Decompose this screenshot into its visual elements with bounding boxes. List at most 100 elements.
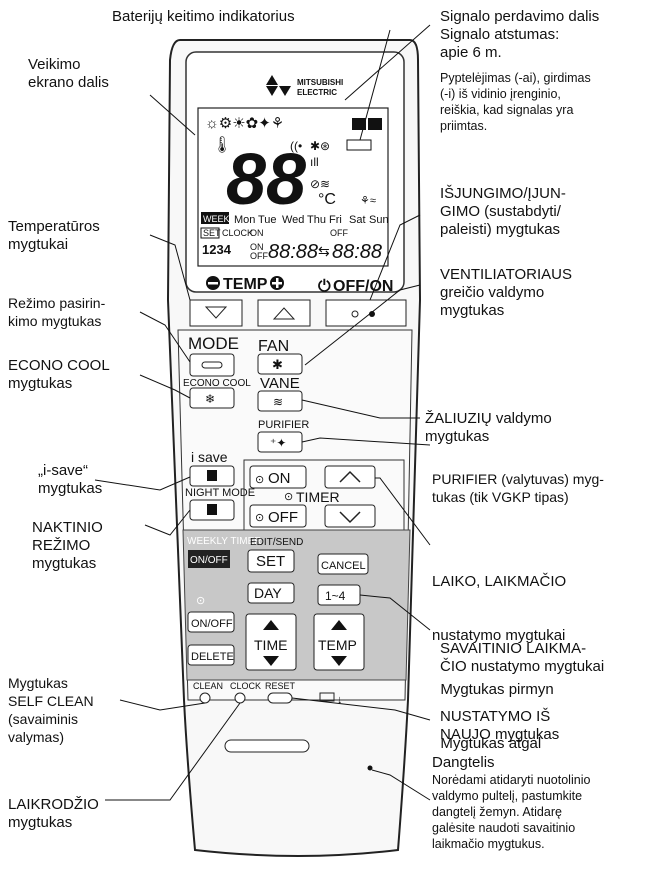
timer-back-button[interactable] xyxy=(324,504,376,528)
annotation-battery: Baterijų keitimo indikatorius xyxy=(112,8,295,25)
svg-text:OFF: OFF xyxy=(250,251,268,261)
mode-label: MODE xyxy=(188,334,239,353)
svg-text:⁺✦: ⁺✦ xyxy=(270,436,286,450)
svg-text:⊙: ⊙ xyxy=(255,474,264,486)
vane-label: VANE xyxy=(260,375,300,392)
vane-button[interactable]: ≋ xyxy=(257,390,303,412)
cancel-button[interactable]: CANCEL xyxy=(317,553,369,575)
clean-button[interactable] xyxy=(199,692,211,704)
temp-down-button[interactable] xyxy=(189,299,243,327)
annotation-clock: LAIKRODŽIO mygtukas xyxy=(8,796,99,831)
svg-text:SET: SET xyxy=(256,553,285,570)
svg-text:ON: ON xyxy=(268,470,291,487)
battery-icon xyxy=(346,139,372,151)
svg-text:WEEKLY: WEEKLY xyxy=(203,214,240,224)
set-button[interactable]: SET xyxy=(247,549,295,573)
weekly-timer-label: WEEKLY TIMER xyxy=(187,536,261,547)
svg-text:88:88: 88:88 xyxy=(268,241,318,263)
lid-dot xyxy=(367,765,373,771)
svg-text:Sat: Sat xyxy=(349,214,366,226)
clock-small-icon: ⊙ xyxy=(196,595,205,607)
svg-text:ON: ON xyxy=(250,228,264,238)
fan-speed-icon: ıll xyxy=(310,155,319,169)
svg-text:ON/OFF: ON/OFF xyxy=(191,618,233,630)
mode-icons-row: ☼⚙☀✿✦⚘ xyxy=(205,115,284,132)
econo-cool-button[interactable]: ❄ xyxy=(189,387,235,409)
svg-text:⇆: ⇆ xyxy=(318,243,330,259)
svg-text:Wed: Wed xyxy=(282,214,304,226)
svg-text:OFF: OFF xyxy=(268,509,298,526)
svg-text:≋: ≋ xyxy=(273,395,283,409)
delete-button[interactable]: DELETE xyxy=(187,644,235,666)
annotation-purifier: PURIFIER (valytuvas) myg- tukas (tik VGK… xyxy=(432,471,604,505)
annotation-temperature: Temperatūros mygtukai xyxy=(8,218,100,253)
svg-text:❄: ❄ xyxy=(205,392,215,406)
annotation-mode: Režimo pasirin- kimo mygtukas xyxy=(8,295,106,329)
clock-button[interactable] xyxy=(234,692,246,704)
timer-clock-icon: ⊙ xyxy=(284,491,293,503)
annotation-isave: „i-save“ mygtukas xyxy=(38,462,103,497)
svg-text:TIME: TIME xyxy=(254,637,287,653)
thermometer-icon: 🌡 xyxy=(212,136,232,154)
lcd-screen xyxy=(197,107,389,267)
night-label: NIGHT MODE xyxy=(185,487,255,499)
edit-send-label: EDIT/SEND xyxy=(250,537,303,548)
annotation-display-area: Veikimo ekrano dalis xyxy=(28,56,109,91)
offon-label: OFF/ON xyxy=(333,278,393,295)
svg-text:SET: SET xyxy=(203,228,221,238)
annotation-fan-speed: VENTILIATORIAUS greičio valdymo mygtukas xyxy=(440,266,572,319)
svg-text:DELETE: DELETE xyxy=(191,651,234,663)
svg-text:CLOCK: CLOCK xyxy=(222,228,253,238)
day-button[interactable]: DAY xyxy=(247,582,295,604)
timer-forward-button[interactable] xyxy=(324,465,376,489)
weekly-onoff-button[interactable]: ON/OFF xyxy=(188,550,230,568)
svg-text:ON/OFF: ON/OFF xyxy=(190,555,228,566)
svg-text:1234: 1234 xyxy=(202,242,232,257)
svg-text:Mon: Mon xyxy=(234,214,255,226)
isave-lcd-icon xyxy=(352,118,366,130)
svg-text:CANCEL: CANCEL xyxy=(321,560,366,572)
fan-button[interactable]: ✱ xyxy=(257,353,303,375)
isave-label: i save xyxy=(191,449,228,465)
lcd-unit: °C xyxy=(318,191,336,208)
svg-text:☼⚙☀✿✦⚘: ☼⚙☀✿✦⚘ xyxy=(205,115,284,132)
svg-text:Thu: Thu xyxy=(307,214,326,226)
fan-icon: ✱⊛ xyxy=(310,139,330,153)
reset-button[interactable] xyxy=(267,692,293,704)
svg-text:1~4: 1~4 xyxy=(325,589,346,603)
brand-name1: MITSUBISHI xyxy=(297,78,343,87)
temp-up-button[interactable] xyxy=(257,299,311,327)
onoff-button[interactable]: ON/OFF xyxy=(187,611,235,633)
annotation-signal-note: Pyptelėjimas (-ai), girdimas (-i) iš vid… xyxy=(440,71,591,133)
annotation-reset: NUSTATYMO IŠ NAUJO mygtukas xyxy=(440,708,560,743)
reset-label: RESET xyxy=(265,681,296,691)
temp-weekly-button[interactable]: TEMP xyxy=(313,613,365,671)
timer-off-button[interactable]: ⊙ OFF xyxy=(249,504,307,528)
lcd-temperature: 88 xyxy=(226,140,306,220)
svg-text:ON: ON xyxy=(250,242,264,252)
annotation-night: NAKTINIO REŽIMO mygtukas xyxy=(32,519,103,572)
night-mode-button[interactable] xyxy=(189,499,235,521)
signal-icon: ((• xyxy=(290,139,302,153)
brand-name2: ELECTRIC xyxy=(297,88,337,97)
svg-text:Tue: Tue xyxy=(258,214,277,226)
timer-on-button[interactable]: ⊙ ON xyxy=(249,465,307,489)
svg-text:88:88: 88:88 xyxy=(332,241,382,263)
brand-logo: MITSUBISHI ELECTRIC xyxy=(266,75,343,97)
annotation-self-clean: Mygtukas SELF CLEAN (savaiminis valymas) xyxy=(8,675,94,745)
svg-text:✱: ✱ xyxy=(272,357,283,372)
annotation-weekly: SAVAITINIO LAIKMA- ČIO nustatymo mygtuka… xyxy=(440,640,605,675)
time-button[interactable]: TIME xyxy=(245,613,297,671)
isave-button[interactable] xyxy=(189,465,235,487)
purifier-button[interactable]: ⁺✦ xyxy=(257,431,303,453)
power-icon: ⏻ xyxy=(318,278,331,295)
svg-text:Fri: Fri xyxy=(329,214,342,226)
lid-slot[interactable] xyxy=(224,739,310,753)
fan-label: FAN xyxy=(258,338,289,355)
offon-button[interactable] xyxy=(325,299,407,327)
program-1-4-button[interactable]: 1~4 xyxy=(317,584,361,606)
lcd-day-row: WEEKLY Mon Tue Wed Thu Fri Sat Sun xyxy=(201,212,389,226)
mode-button[interactable] xyxy=(189,353,235,377)
clean-label: CLEAN xyxy=(193,681,223,691)
